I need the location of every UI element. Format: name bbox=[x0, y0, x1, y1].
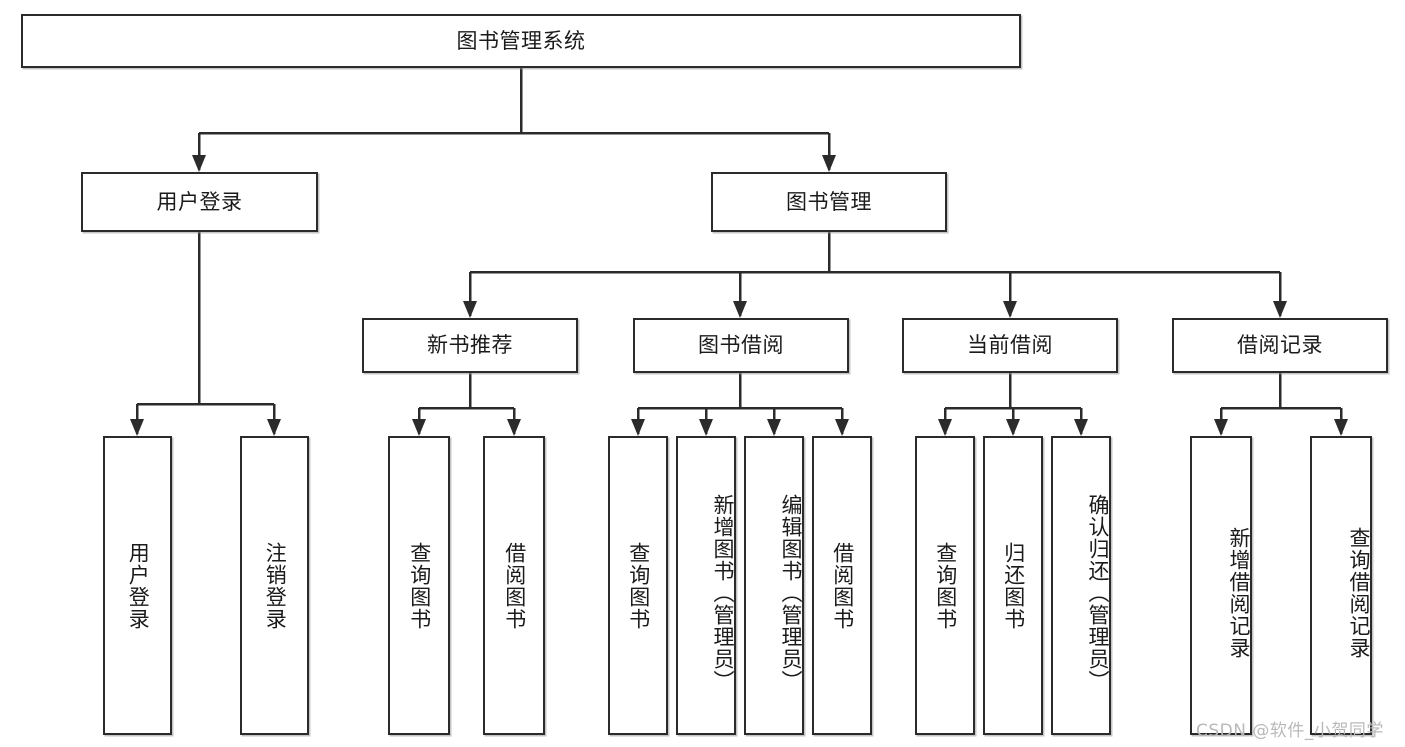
node-label-book-manage: 图书管理 bbox=[786, 189, 872, 214]
node-label-root: 图书管理系统 bbox=[456, 28, 586, 53]
node-leaf-borrow-book[interactable]: 借阅图书 bbox=[812, 436, 872, 735]
node-borrow-record[interactable]: 借阅记录 bbox=[1172, 318, 1388, 373]
node-label-book-borrow: 图书借阅 bbox=[698, 333, 784, 357]
node-label-leaf-add-book: 新增图书（管理员） bbox=[711, 493, 734, 692]
node-leaf-query-book-borrow[interactable]: 查询图书 bbox=[608, 436, 668, 735]
node-user-login[interactable]: 用户登录 bbox=[81, 172, 318, 232]
node-leaf-add-book[interactable]: 新增图书（管理员） bbox=[676, 436, 736, 735]
node-label-leaf-query-book-borrow: 查询图书 bbox=[626, 541, 651, 630]
node-label-leaf-confirm-return: 确认归还（管理员） bbox=[1086, 493, 1109, 692]
node-leaf-user-login[interactable]: 用户登录 bbox=[103, 436, 172, 735]
node-leaf-return-book[interactable]: 归还图书 bbox=[983, 436, 1043, 735]
node-label-leaf-query-book-cur: 查询图书 bbox=[933, 541, 958, 630]
node-leaf-confirm-return[interactable]: 确认归还（管理员） bbox=[1051, 436, 1111, 735]
node-label-user-login: 用户登录 bbox=[156, 189, 243, 214]
node-label-leaf-add-record: 新增借阅记录 bbox=[1227, 526, 1250, 659]
node-current-borrow[interactable]: 当前借阅 bbox=[902, 318, 1118, 373]
node-leaf-query-book-cur[interactable]: 查询图书 bbox=[915, 436, 975, 735]
node-label-current-borrow: 当前借阅 bbox=[967, 333, 1053, 357]
node-leaf-logout[interactable]: 注销登录 bbox=[240, 436, 309, 735]
node-leaf-query-record[interactable]: 查询借阅记录 bbox=[1310, 436, 1372, 735]
node-label-leaf-query-record: 查询借阅记录 bbox=[1347, 526, 1370, 659]
node-label-leaf-logout: 注销登录 bbox=[263, 541, 288, 630]
csdn-watermark: CSDN @软件_小贺同学 bbox=[1196, 721, 1384, 741]
node-leaf-add-record[interactable]: 新增借阅记录 bbox=[1190, 436, 1252, 735]
node-label-new-book-rec: 新书推荐 bbox=[427, 333, 513, 357]
node-label-leaf-user-login: 用户登录 bbox=[126, 541, 151, 630]
node-new-book-rec[interactable]: 新书推荐 bbox=[362, 318, 578, 373]
node-label-leaf-return-book: 归还图书 bbox=[1001, 541, 1026, 630]
node-label-borrow-record: 借阅记录 bbox=[1237, 333, 1323, 357]
node-leaf-edit-book[interactable]: 编辑图书（管理员） bbox=[744, 436, 804, 735]
node-leaf-query-book-rec[interactable]: 查询图书 bbox=[388, 436, 450, 735]
node-root[interactable]: 图书管理系统 bbox=[21, 14, 1021, 68]
node-label-leaf-edit-book: 编辑图书（管理员） bbox=[779, 493, 802, 692]
node-label-leaf-borrow-book-rec: 借阅图书 bbox=[502, 541, 527, 630]
node-book-manage[interactable]: 图书管理 bbox=[711, 172, 947, 232]
node-book-borrow[interactable]: 图书借阅 bbox=[633, 318, 849, 373]
node-label-leaf-query-book-rec: 查询图书 bbox=[407, 541, 432, 630]
node-label-leaf-borrow-book: 借阅图书 bbox=[830, 541, 855, 630]
node-leaf-borrow-book-rec[interactable]: 借阅图书 bbox=[483, 436, 545, 735]
